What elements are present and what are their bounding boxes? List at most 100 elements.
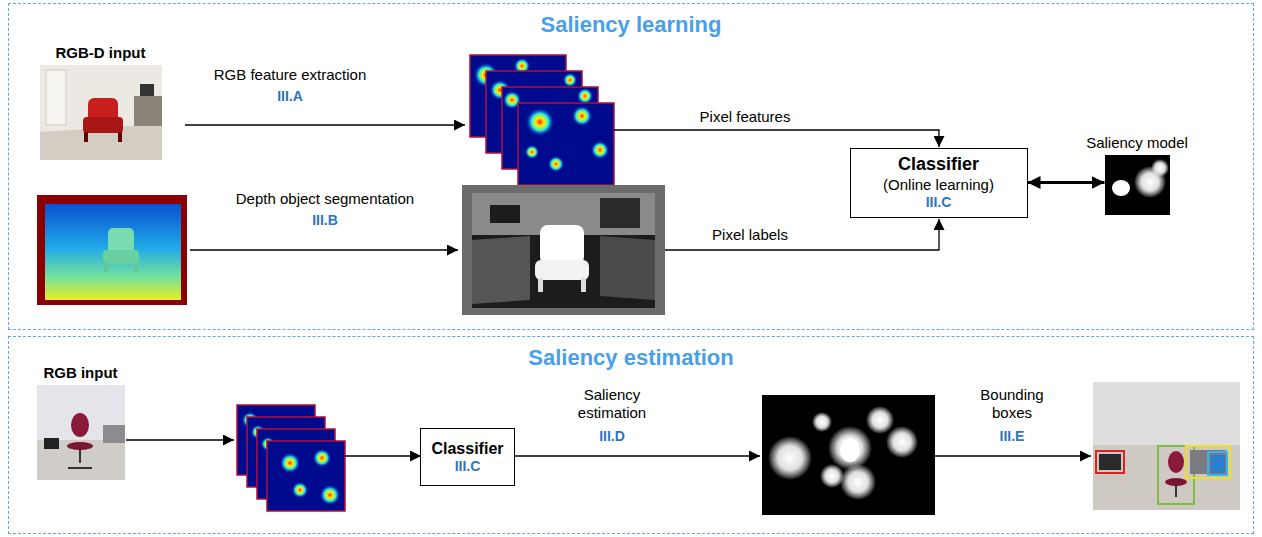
depth-image — [45, 204, 181, 300]
result-photo — [1208, 452, 1227, 475]
feature-maps — [572, 106, 592, 126]
section-number: III.C — [926, 194, 952, 211]
flow-arrow — [665, 219, 939, 250]
classifier-box: Classifier(Online learning)III.C — [850, 148, 1028, 218]
depth-image — [37, 195, 187, 305]
feature-maps — [525, 145, 539, 159]
saliency-model-image — [1112, 180, 1130, 196]
segmentation-image — [538, 278, 543, 292]
depth-image — [37, 195, 187, 305]
section-number: III.C — [455, 458, 481, 475]
image-heading: RGB input — [43, 364, 117, 382]
segmentation-image — [581, 278, 586, 292]
flow-arrow — [190, 249, 458, 250]
step-label: Depth object segmentation — [205, 190, 445, 208]
segmentation-image — [540, 225, 584, 265]
rgbd-photo — [46, 70, 66, 125]
rgbd-photo — [84, 132, 88, 142]
segmentation-image — [490, 205, 520, 223]
feature-maps — [563, 73, 577, 87]
section-number: III.D — [572, 428, 652, 445]
flow-arrow — [614, 130, 939, 147]
result-photo — [1211, 455, 1225, 473]
section-panel: Saliency learningRGB-D inputClassifier(O… — [8, 3, 1254, 330]
feature-maps — [280, 453, 300, 473]
model-image: Saliency model — [1105, 155, 1170, 215]
result-photo — [1093, 382, 1240, 510]
feature-maps — [292, 482, 308, 498]
saliency-map — [866, 406, 894, 434]
depth-image — [103, 250, 139, 264]
rgbd-photo — [40, 65, 162, 160]
depth-image — [134, 262, 138, 272]
saliency-map — [768, 436, 812, 480]
rgbd-photo — [134, 96, 162, 126]
box-note: (Online learning) — [883, 176, 994, 194]
section-panel: Saliency estimationRGB inputClassifierII… — [8, 336, 1254, 534]
result-photo — [1165, 478, 1187, 486]
classifier-box: ClassifierIII.C — [420, 428, 514, 486]
flow-arrow — [513, 455, 760, 456]
rgbd-photo — [40, 65, 162, 160]
step-label: Bounding boxes — [970, 386, 1054, 422]
segmentation-image — [462, 185, 665, 315]
segmentation-image — [600, 198, 640, 228]
feature-maps — [470, 55, 614, 185]
feature-maps — [518, 103, 614, 185]
result-photo — [1186, 446, 1230, 478]
saliency-map — [886, 426, 918, 458]
box-title: Classifier — [898, 154, 979, 176]
flow-arrow — [126, 439, 234, 440]
flow-arrow — [185, 124, 465, 125]
section-number: III.B — [285, 212, 365, 229]
rgb-photo — [37, 385, 125, 480]
feature-maps — [267, 441, 345, 511]
feature-maps — [591, 141, 609, 159]
section-title: Saliency learning — [9, 12, 1253, 38]
result-photo — [1093, 445, 1240, 510]
result-photo — [1168, 451, 1184, 473]
rgb-photo — [67, 442, 93, 450]
result-photo — [1093, 382, 1240, 510]
result-photo — [1190, 450, 1226, 474]
rgb-photo — [103, 425, 125, 443]
saliency-map — [828, 426, 872, 470]
segmentation-image — [535, 260, 589, 280]
depth-image — [104, 262, 108, 272]
input-image: RGB input — [37, 385, 125, 480]
segmentation-image — [472, 236, 530, 304]
saliency-map — [762, 395, 935, 515]
step-label: Saliency estimation — [562, 386, 662, 422]
saliency-model-image — [1105, 155, 1170, 215]
saliency-model-image — [1151, 159, 1169, 177]
saliency-map — [840, 464, 876, 500]
saliency-map — [820, 464, 844, 488]
rgb-photo — [37, 385, 125, 480]
feature-maps — [237, 405, 345, 511]
feature-maps — [577, 88, 593, 104]
step-label: Pixel features — [665, 108, 825, 126]
rgb-photo — [71, 413, 89, 437]
step-label: Pixel labels — [680, 226, 820, 244]
rgbd-photo — [83, 117, 123, 133]
rgbd-photo — [140, 84, 154, 96]
segmentation-image — [462, 185, 665, 315]
feature-maps — [548, 156, 564, 172]
saliency-map — [840, 438, 860, 462]
result-photo — [1096, 451, 1124, 473]
model-link-arrow — [1028, 181, 1105, 184]
rgbd-photo — [118, 132, 122, 142]
rgb-photo — [79, 449, 81, 463]
feature-maps — [313, 449, 331, 467]
section-number: III.E — [972, 428, 1052, 445]
flow-arrow — [345, 455, 421, 456]
rgb-photo — [44, 438, 59, 449]
result-photo — [1175, 485, 1177, 497]
flow-arrow — [935, 455, 1091, 456]
saliency-map — [812, 412, 832, 432]
image-heading: RGB-D input — [56, 44, 146, 62]
segmentation-image — [600, 236, 655, 300]
result-photo — [1099, 454, 1121, 470]
